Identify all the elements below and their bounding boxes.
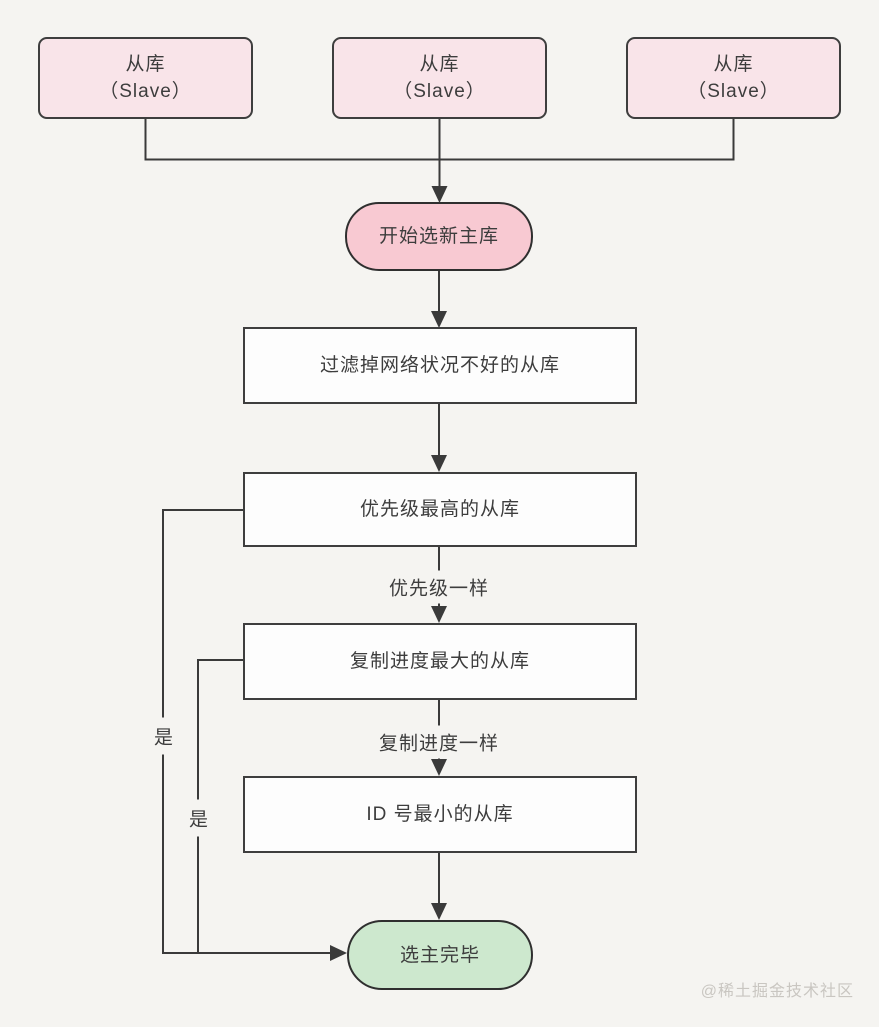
arrowhead-start: [431, 186, 448, 203]
node-slave-2: 从库 （Slave）: [332, 37, 547, 119]
node-election-done-label: 选主完毕: [399, 944, 480, 966]
node-highest-priority: 优先级最高的从库: [243, 472, 637, 547]
edge-label-same-progress: 复制进度一样: [371, 725, 507, 759]
watermark: @稀土掘金技术社区: [700, 983, 854, 1000]
edge-label-same-priority: 优先级一样: [381, 570, 497, 604]
node-slave-3: 从库 （Slave）: [626, 37, 841, 119]
arrowhead-filter: [431, 311, 447, 328]
node-smallest-id: ID 号最小的从库: [243, 776, 637, 853]
node-max-replication-progress-label: 复制进度最大的从库: [349, 651, 530, 672]
connector-yes-progress: [197, 659, 243, 953]
node-highest-priority-label: 优先级最高的从库: [359, 499, 520, 520]
node-slave-1-line2: （Slave）: [99, 81, 192, 102]
node-max-replication-progress: 复制进度最大的从库: [243, 623, 637, 700]
node-smallest-id-label: ID 号最小的从库: [366, 804, 514, 825]
node-slave-1: 从库 （Slave）: [38, 37, 253, 119]
node-slave-3-line2: （Slave）: [687, 81, 780, 102]
arrowhead-id: [431, 759, 447, 776]
node-slave-1-line1: 从库: [125, 54, 166, 75]
arrowhead-done: [431, 903, 447, 920]
edge-label-yes-from-progress: 是: [186, 799, 212, 837]
node-election-done: 选主完毕: [347, 920, 533, 990]
node-filter-bad-network: 过滤掉网络状况不好的从库: [243, 327, 637, 404]
arrowhead-done-left: [330, 945, 347, 961]
node-start-election-label: 开始选新主库: [378, 226, 499, 247]
arrowhead-priority: [431, 455, 447, 472]
node-start-election: 开始选新主库: [345, 202, 533, 271]
connector-yes-priority: [162, 509, 331, 954]
node-slave-2-line2: （Slave）: [393, 81, 486, 102]
node-slave-3-line1: 从库: [713, 54, 754, 75]
arrowhead-progress: [431, 606, 447, 623]
edge-label-yes-from-priority: 是: [151, 717, 177, 755]
node-filter-bad-network-label: 过滤掉网络状况不好的从库: [319, 355, 560, 376]
node-slave-2-line1: 从库: [419, 54, 460, 75]
